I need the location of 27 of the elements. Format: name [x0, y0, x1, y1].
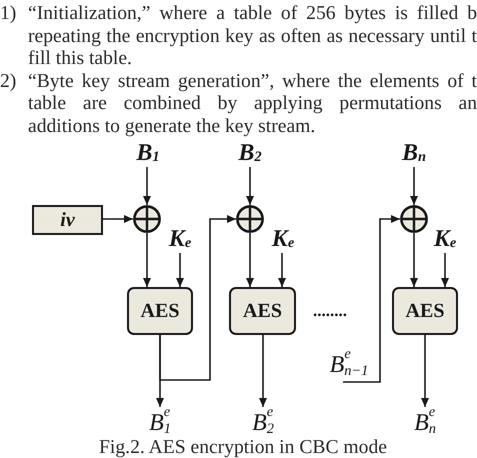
- arrow: [343, 215, 400, 383]
- arrow: [278, 253, 286, 287]
- arrow: [246, 233, 254, 287]
- aes-block: AES: [229, 287, 296, 335]
- figure-caption: Fig.2. AES encryption in CBC mode: [98, 438, 388, 457]
- list-number: 2): [0, 70, 18, 93]
- arrow: [143, 233, 151, 287]
- continuation-dots: ........: [312, 300, 348, 322]
- xor-symbol: [133, 205, 161, 233]
- iv-box: iv: [32, 205, 103, 235]
- aes-block: AES: [127, 287, 193, 335]
- arrow: [103, 215, 133, 223]
- arrow: [441, 253, 449, 287]
- list-item-text: “Initialization,” where a table of 256 bytes is filled b repeating the encryption key as often as necessary until t fill this table.: [28, 3, 477, 70]
- xor-symbol: [236, 205, 264, 233]
- arrow: [159, 215, 236, 381]
- xor-symbol: [400, 205, 428, 233]
- arrow: [176, 253, 184, 287]
- arrow: [246, 167, 254, 205]
- list-item-text: “Byte key stream generation”, where the elements of t table are combined by applying permutations an additions to generate the key stream.: [28, 70, 477, 138]
- arrow: [410, 233, 418, 287]
- aes-block: AES: [392, 287, 458, 335]
- arrow: [410, 167, 418, 205]
- arrow: [259, 335, 267, 407]
- list-number: 1): [0, 3, 18, 26]
- arrow: [143, 167, 151, 205]
- arrow: [421, 335, 429, 407]
